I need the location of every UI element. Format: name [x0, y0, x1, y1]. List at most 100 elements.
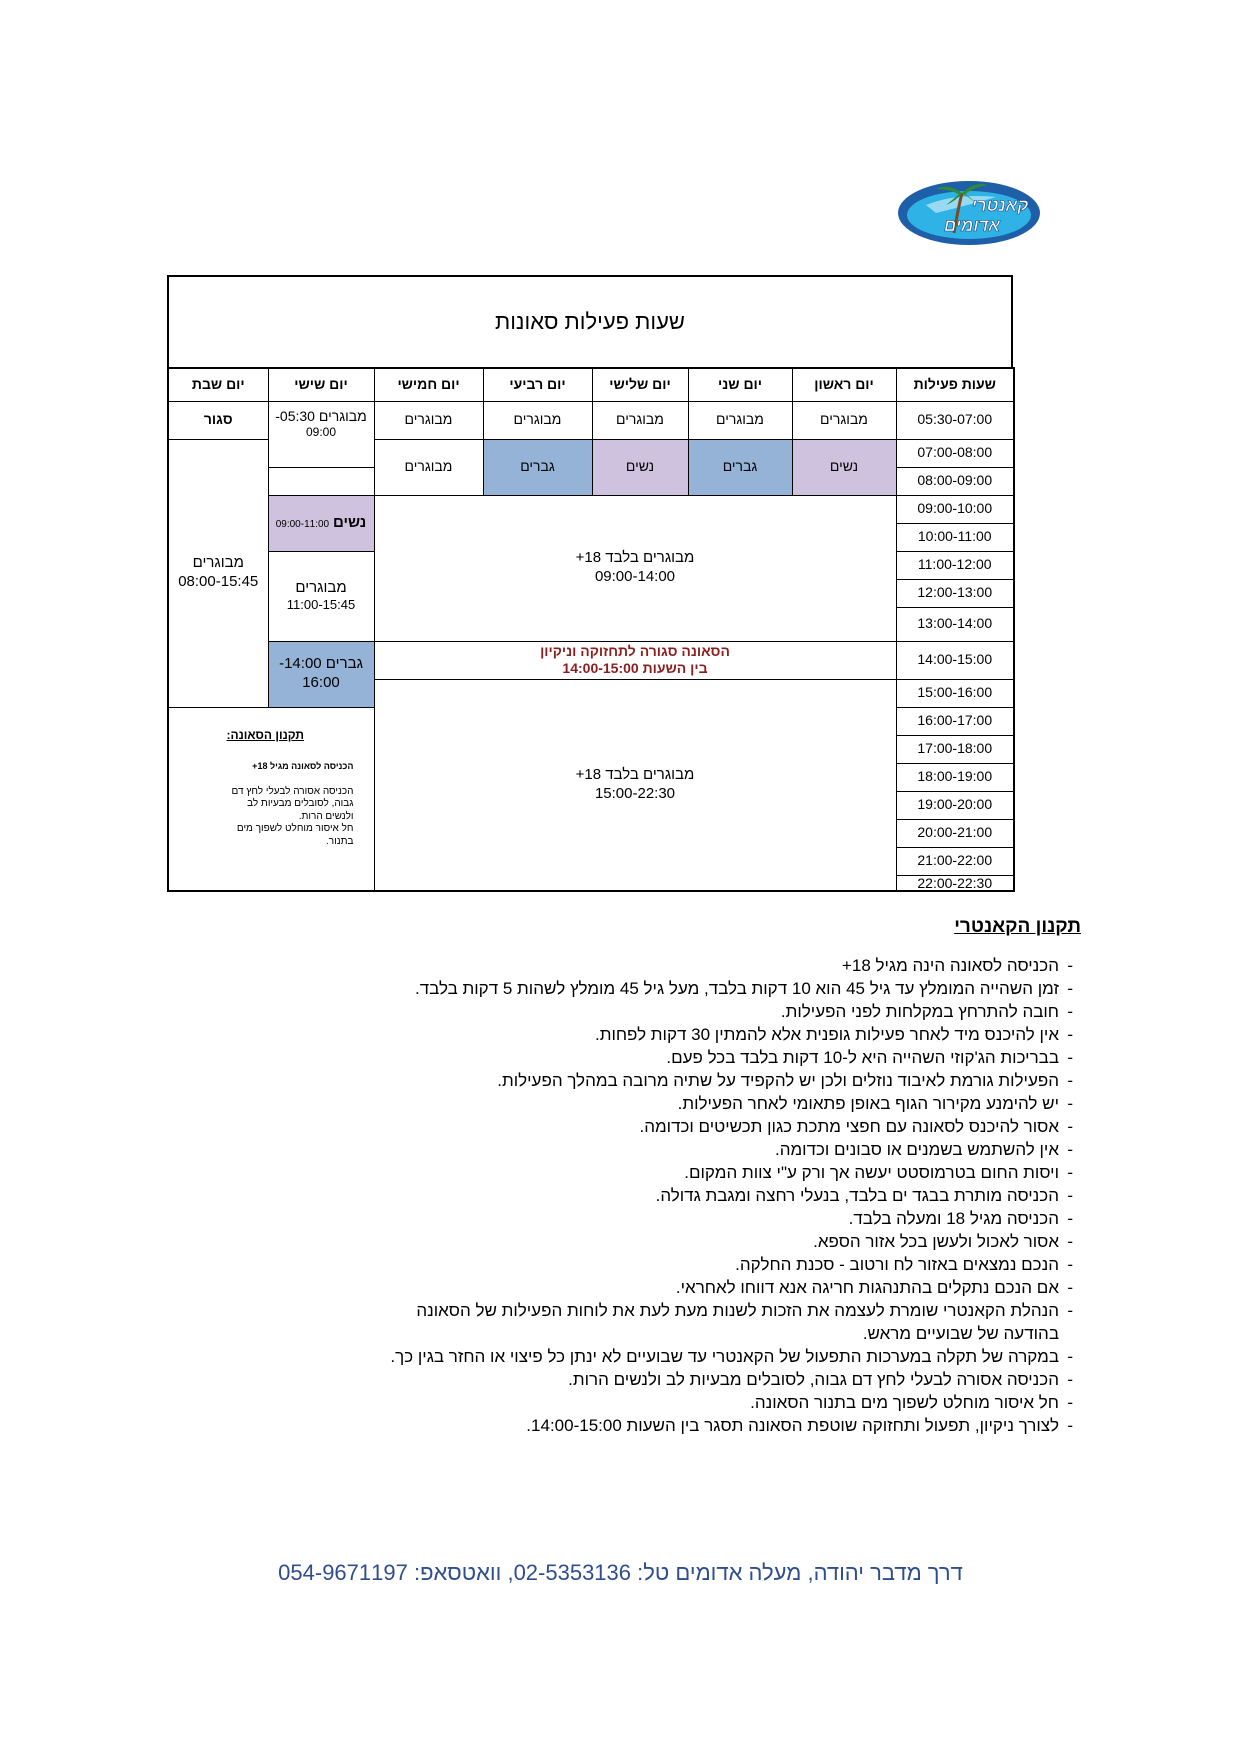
friday-women-label: נשים: [333, 513, 367, 531]
header-hours: שעות פעילות: [895, 367, 1015, 402]
time-cell: 09:00-10:00: [895, 494, 1015, 524]
header-tuesday: יום שלישי: [591, 367, 689, 402]
sauna-rules-item: הכניסה אסורה לבעלי לחץ דם גבוה, לסובלים …: [231, 785, 354, 822]
slot-cell: מבוגרים: [687, 400, 793, 440]
friday-men-cell: גברים 14:00- 16:00: [267, 640, 375, 708]
time-cell: 20:00-21:00: [895, 818, 1015, 848]
list-item: הנכם נמצאים באזור לח ורטוב - סכנת החלקה.: [313, 1253, 1073, 1276]
sauna-rules-item: חל איסור מוחלט לשפוך מים בתנור.: [236, 823, 354, 847]
friday-early-cell: מבוגרים 05:30- 09:00: [267, 400, 375, 468]
maintenance-cell: הסאונה סגורה לתחזוקה וניקיון בין השעות 1…: [373, 640, 897, 680]
header-sunday: יום ראשון: [791, 367, 897, 402]
header-thursday: יום חמישי: [373, 367, 484, 402]
friday-adults-line2: 11:00-15:45: [286, 597, 356, 613]
saturday-closed-cell: סגור: [167, 400, 269, 440]
list-item: הכניסה אסורה לבעלי לחץ דם גבוה, לסובלים …: [313, 1368, 1073, 1391]
table-row: 05:30-07:00 מבוגרים מבוגרים מבוגרים מבוג…: [167, 400, 1015, 468]
list-item: אין להשתמש בשמנים או סבונים וכדומה.: [313, 1138, 1073, 1161]
time-cell: 12:00-13:00: [895, 578, 1015, 608]
table-row: 15:00-16:00 מבוגרים בלבד 18+ 15:00-22:30: [168, 678, 1015, 892]
table-row: 12:00-13:00: [168, 578, 1015, 608]
time-cell: 16:00-17:00: [895, 706, 1015, 736]
weekday-evening-line1: מבוגרים בלבד 18+: [575, 766, 695, 783]
list-item: אסור לאכול ולעשן בכל אזור הספא.: [313, 1230, 1073, 1253]
friday-empty-cell: [267, 467, 375, 496]
weekday-adults-evening-cell: מבוגרים בלבד 18+ 15:00-22:30: [373, 678, 897, 892]
friday-men-line1: גברים 14:00-: [279, 655, 363, 673]
logo-text-bottom: אדומים: [944, 216, 1000, 235]
table-row: 08:00-09:00: [168, 466, 1015, 496]
list-item: במקרה של תקלה במערכות התפעול של הקאנטרי …: [313, 1345, 1073, 1368]
friday-women-cell: נשים 09:00-11:00: [267, 494, 375, 552]
time-cell: 11:00-12:00: [895, 550, 1015, 580]
list-item: לצורך ניקיון, תפעול ותחזוקה שוטפת הסאונה…: [313, 1414, 1073, 1437]
table-row: 10:00-11:00: [168, 522, 1015, 552]
sauna-schedule-table: שעות פעילות יום ראשון יום שני יום שלישי …: [167, 367, 1015, 892]
header-saturday: יום שבת: [167, 367, 269, 402]
saturday-adults-cell: מבוגרים 08:00-15:45: [167, 438, 269, 708]
contact-footer: דרך מדבר יהודה, מעלה אדומים טל: 02-53531…: [278, 1560, 963, 1585]
list-item: בבריכות הג'קוזי השהייה היא ל-10 דקות בלב…: [313, 1046, 1073, 1069]
country-rules-title: תקנון הקאנטרי: [954, 916, 1081, 937]
schedule-title: שעות פעילות סאונות: [167, 275, 1013, 367]
logo-text-top: קאנטרי: [972, 196, 1029, 215]
time-cell: 10:00-11:00: [895, 522, 1015, 552]
list-item: חל איסור מוחלט לשפוך מים בתנור הסאונה.: [313, 1391, 1073, 1414]
friday-early-line2: 09:00: [305, 425, 337, 439]
weekday-day-line2: 09:00-14:00: [594, 568, 676, 585]
list-item: זמן השהייה המומלץ עד גיל 45 הוא 10 דקות …: [313, 977, 1073, 1000]
time-cell: 22:00-22:30: [895, 874, 1015, 892]
list-item: אין להיכנס מיד לאחר פעילות גופנית אלא לה…: [313, 1023, 1073, 1046]
weekday-day-line1: מבוגרים בלבד 18+: [575, 549, 695, 567]
sauna-rules-title: תקנון הסאונה:: [226, 727, 305, 742]
table-row: 18:00-19:00: [168, 762, 1015, 792]
time-cell: 15:00-16:00: [895, 678, 1015, 708]
list-item: הנהלת הקאנטרי שומרת לעצמה את הזכות לשנות…: [399, 1299, 1073, 1345]
header-wednesday: יום רביעי: [482, 367, 593, 402]
country-adumim-logo: קאנטרי אדומים: [898, 181, 1040, 245]
time-cell: 17:00-18:00: [895, 734, 1015, 764]
saturday-adults-line1: מבוגרים: [192, 554, 244, 572]
list-item: הכניסה מגיל 18 ומעלה בלבד.: [313, 1207, 1073, 1230]
friday-early-line1: מבוגרים 05:30-: [275, 407, 367, 424]
saturday-adults-line2: 08:00-15:45: [178, 573, 259, 590]
slot-cell-men: גברים: [687, 438, 793, 496]
table-row: 07:00-08:00 נשים גברים נשים גברים מבוגרי…: [167, 438, 1015, 708]
time-cell: 08:00-09:00: [895, 466, 1015, 496]
maintenance-line2: בין השעות 14:00-15:00: [562, 660, 708, 676]
time-cell: 18:00-19:00: [895, 762, 1015, 792]
table-row: 21:00-22:00: [168, 846, 1015, 876]
table-row: 14:00-15:00 הסאונה סגורה לתחזוקה וניקיון…: [168, 640, 1015, 708]
slot-cell: מבוגרים: [791, 400, 897, 440]
slot-cell-women: נשים: [791, 438, 897, 496]
list-item: חובה להתרחץ במקלחות לפני הפעילות.: [313, 1000, 1073, 1023]
list-item: אסור להיכנס לסאונה עם חפצי מתכת כגון תכש…: [313, 1115, 1073, 1138]
slot-cell-men: גברים: [482, 438, 593, 496]
header-row: שעות פעילות יום ראשון יום שני יום שלישי …: [167, 367, 1015, 402]
time-cell: 21:00-22:00: [895, 846, 1015, 876]
table-row: 19:00-20:00: [168, 790, 1015, 820]
friday-adults-cell: מבוגרים 11:00-15:45: [267, 550, 375, 642]
friday-women-time: 09:00-11:00: [275, 518, 330, 530]
maintenance-line1: הסאונה סגורה לתחזוקה וניקיון: [540, 642, 730, 659]
list-item: ויסות החום בטרמוסטט יעשה אך ורק ע"י צוות…: [313, 1161, 1073, 1184]
sauna-rules-cell: תקנון הסאונה: הכניסה לסאונה מגיל 18+ הכנ…: [167, 706, 375, 892]
time-cell: 13:00-14:00: [895, 606, 1015, 642]
list-item: אם הנכם נתקלים בהתנהגות חריגה אנא דווחו …: [313, 1276, 1073, 1299]
friday-men-line2: 16:00: [302, 674, 340, 691]
list-item: הכניסה מותרת בבגד ים בלבד, בנעלי רחצה ומ…: [313, 1184, 1073, 1207]
time-cell: 19:00-20:00: [895, 790, 1015, 820]
time-cell: 14:00-15:00: [895, 640, 1015, 680]
table-row: 22:00-22:30: [168, 874, 1015, 892]
country-rules-list: הכניסה לסאונה הינה מגיל 18+ זמן השהייה ה…: [313, 954, 1073, 1437]
time-cell: 05:30-07:00: [895, 400, 1015, 440]
table-row: 20:00-21:00: [168, 818, 1015, 848]
time-cell: 07:00-08:00: [895, 438, 1015, 468]
slot-cell: מבוגרים: [591, 400, 689, 440]
slot-cell: מבוגרים: [373, 400, 484, 440]
table-row: 16:00-17:00 תקנון הסאונה: הכניסה לסאונה …: [167, 706, 1015, 892]
list-item: הפעילות גורמת לאיבוד נוזלים ולכן יש להקפ…: [313, 1069, 1073, 1092]
sauna-rules-item: הכניסה לסאונה מגיל 18+: [252, 760, 354, 771]
table-row: 11:00-12:00 מבוגרים 11:00-15:45: [168, 550, 1015, 642]
header-friday: יום שישי: [267, 367, 375, 402]
